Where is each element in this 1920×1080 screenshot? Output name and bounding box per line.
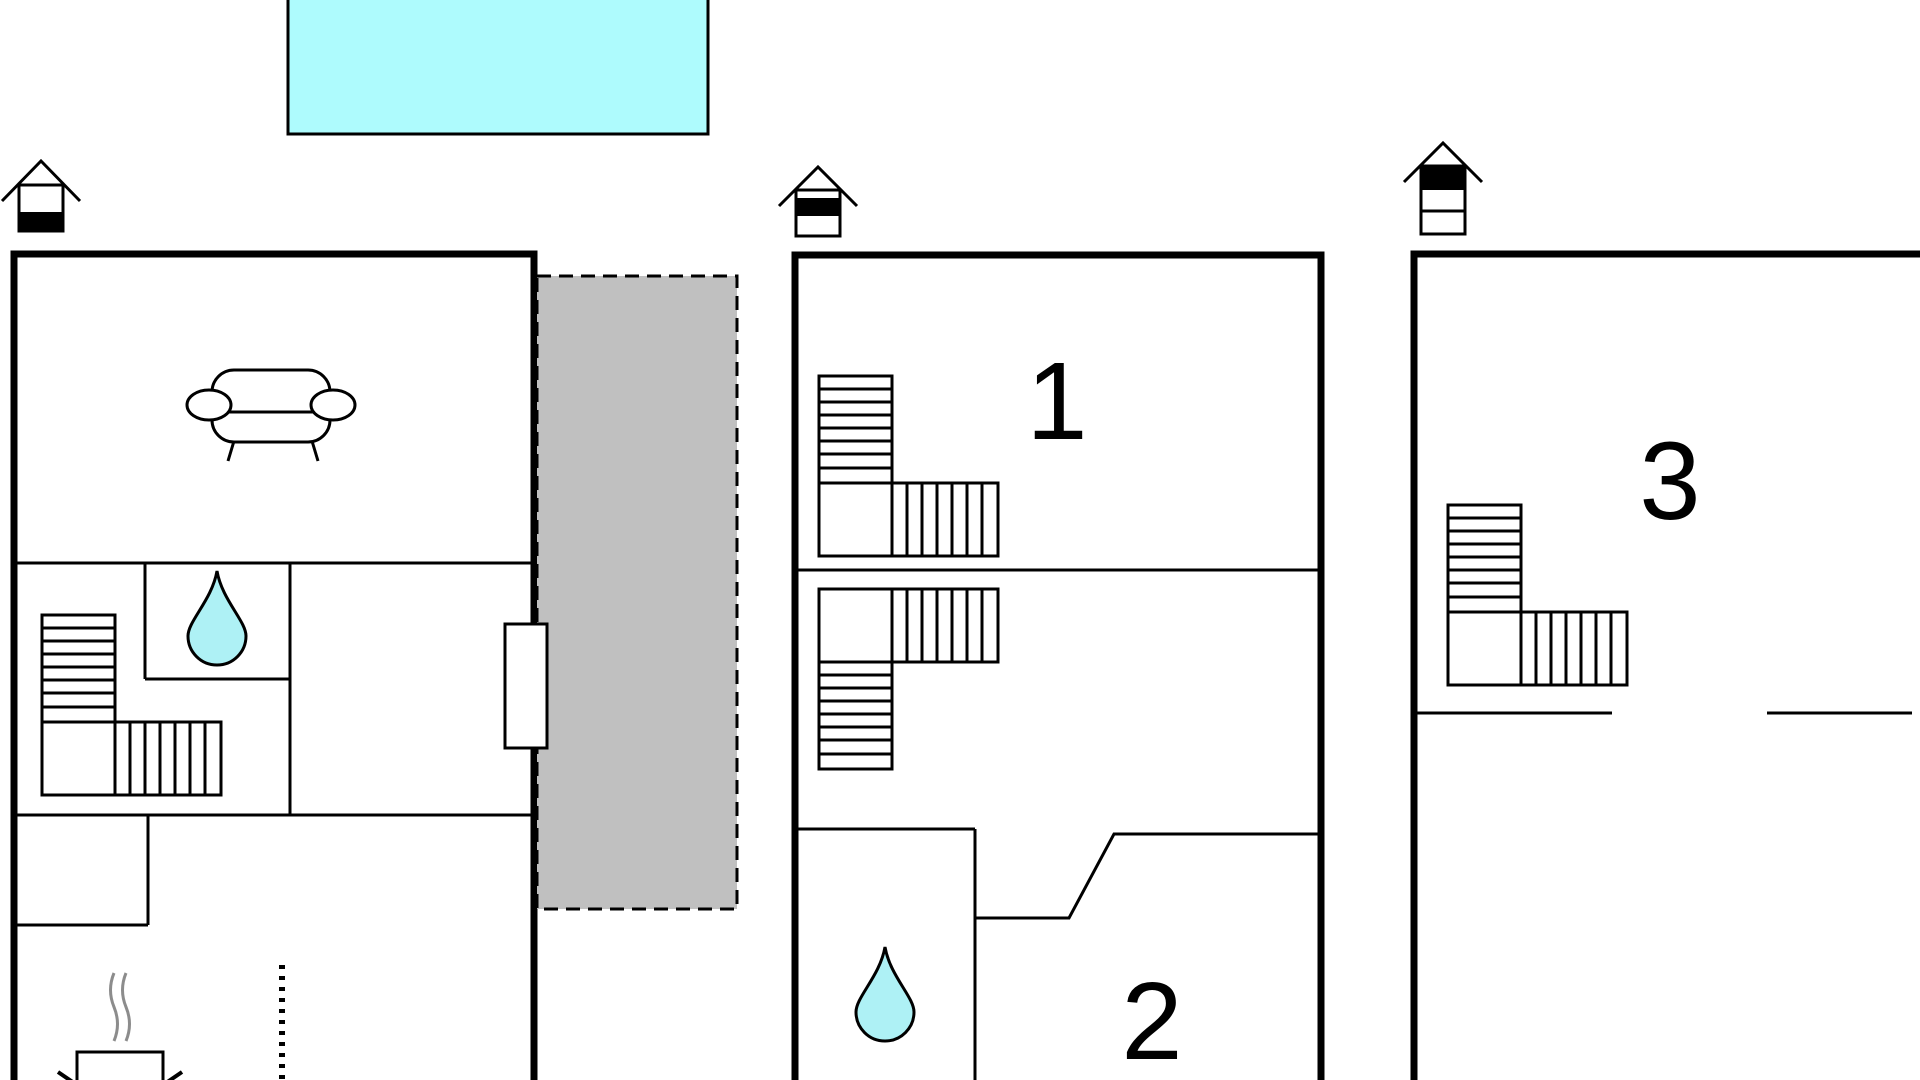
second-floor-outer-wall: [1410, 250, 1920, 1080]
first-floor-interior-walls: [798, 568, 1318, 1080]
water-drop-icon: [186, 570, 248, 667]
first-floor-outer-wall: [791, 251, 1325, 1080]
stairs-icon: [817, 587, 1000, 771]
swimming-pool: [286, 0, 710, 136]
water-drop-icon: [854, 946, 916, 1043]
house-floor-first-icon: [777, 164, 859, 238]
stairs-icon: [1446, 503, 1629, 687]
house-floor-ground-icon: [0, 158, 82, 233]
second-floor: 3: [1402, 140, 1920, 1080]
door-icon: [503, 622, 549, 750]
ground-floor-interior-walls: [17, 561, 531, 927]
sofa-icon: [185, 368, 357, 462]
stove-icon: [56, 972, 184, 1080]
room-number-1: 1: [1026, 340, 1087, 463]
room-number-2: 2: [1121, 960, 1182, 1080]
terrace: [535, 274, 739, 911]
stairs-icon: [817, 374, 1000, 558]
room-number-3: 3: [1639, 420, 1700, 543]
house-floor-second-icon: [1402, 140, 1484, 236]
ground-floor: [0, 158, 739, 1080]
first-floor: 1 2: [777, 164, 1325, 1080]
stairs-icon: [40, 613, 223, 797]
